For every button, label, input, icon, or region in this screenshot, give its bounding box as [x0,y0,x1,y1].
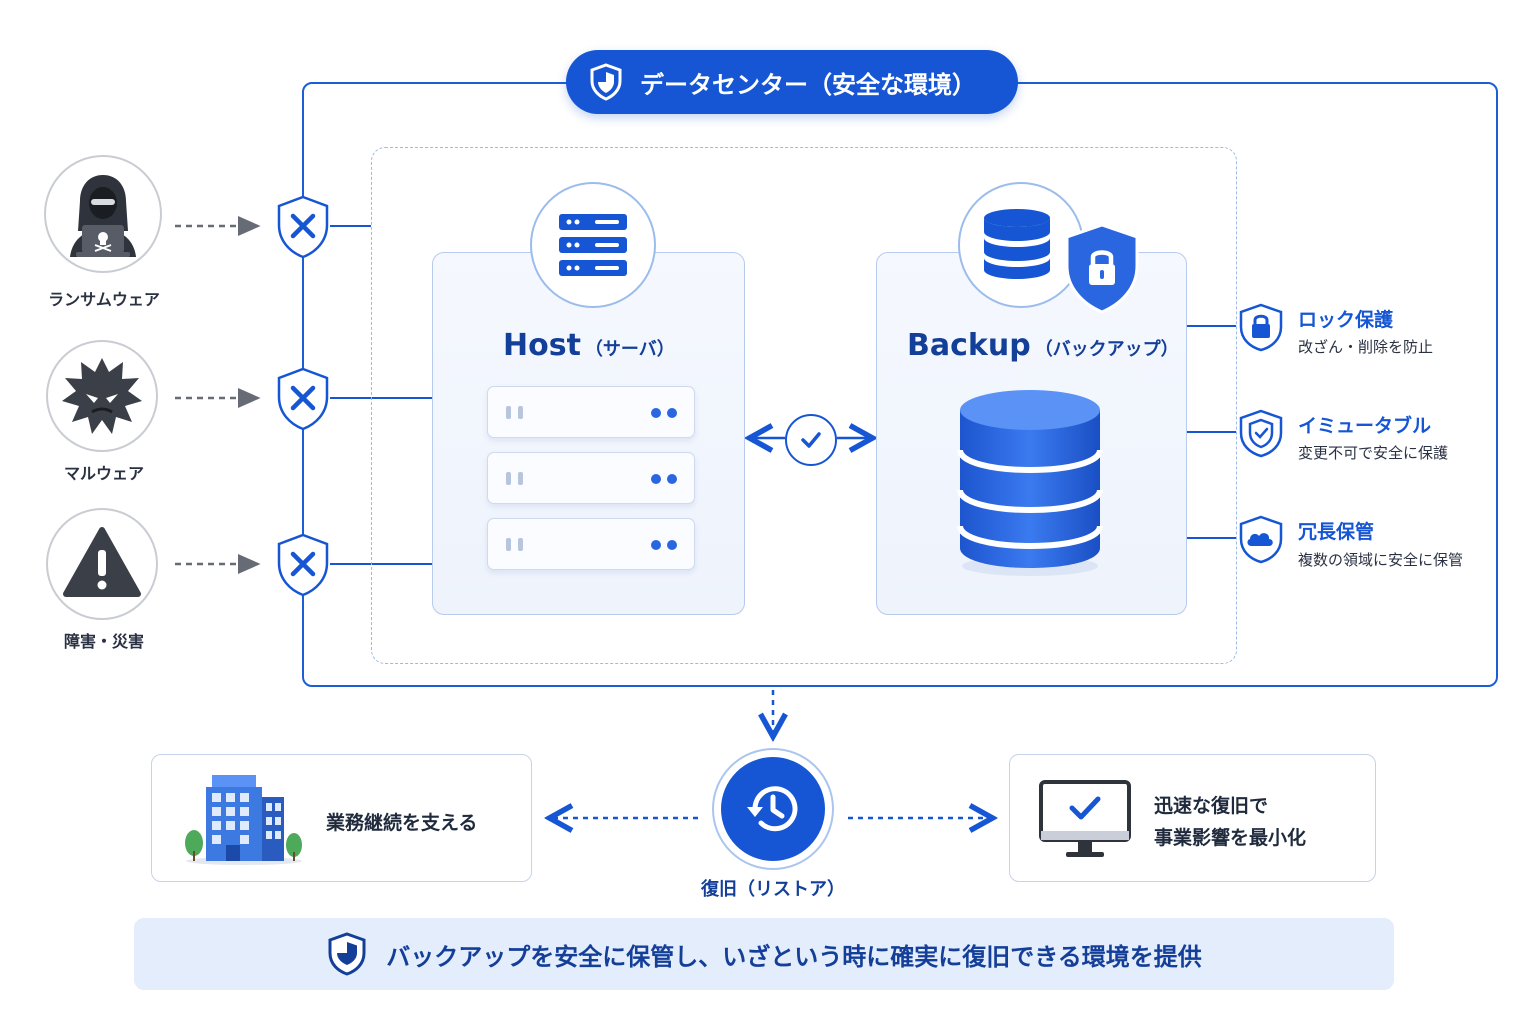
hacker-icon [70,175,136,257]
cloud-shield-icon [1239,515,1283,564]
threat-malware [46,340,158,452]
threat-label-failure: 障害・災害 [63,632,144,651]
sync-check [785,414,837,466]
summary-banner: バックアップを安全に保管し、いざという時に確実に復旧できる環境を提供 [134,918,1394,990]
shield-x-icon [277,367,329,431]
lock-shield [1062,222,1142,320]
restore-label: 復旧（リストア） [701,879,845,900]
shield-icon [328,932,366,976]
business-continuity-card: 業務継続を支える [151,754,532,882]
backup-title: Backup （バックアップ） [907,328,1179,363]
large-database-icon [957,390,1103,576]
block-shield-2 [274,366,332,436]
server-unit-1 [487,386,695,438]
feature-lock-icon [1236,302,1286,356]
warning-icon [63,527,141,597]
server-unit-lights [506,472,677,485]
monitor-check-icon [1039,780,1131,857]
check-icon [801,432,821,448]
database-icon [984,209,1050,279]
feature-desc-immutable: 変更不可で安全に保護 [1298,444,1449,462]
threat-label-malware: マルウェア [63,464,144,483]
server-unit-lights [506,538,677,551]
server-rack-icon [559,214,627,276]
backup-icon-circle [958,182,1084,308]
backup-database-large [955,388,1105,582]
server-unit-lights [506,406,677,419]
summary-banner-text: バックアップを安全に保管し、いざという時に確実に復旧できる環境を提供 [386,942,1202,971]
host-icon-circle [530,182,656,308]
shield-check-icon [1239,409,1283,458]
quick-recovery-line2: 事業影響を最小化 [1154,827,1307,849]
threat-label-ransomware: ランサムウェア [48,290,160,309]
feature-immutable-icon [1236,408,1286,462]
server-unit-2 [487,452,695,504]
server-unit-3 [487,518,695,570]
threat-ransomware [44,155,162,273]
restore-circle [712,748,834,870]
feature-desc-redundant: 複数の領域に安全に保管 [1298,551,1464,569]
shield-x-icon [277,533,329,597]
datacenter-title-badge: データセンター（安全な環境） [566,50,1018,114]
quick-recovery-card: 迅速な復旧で 事業影響を最小化 [1009,754,1376,882]
feature-redundant-icon [1236,514,1286,568]
block-shield-1 [274,194,332,264]
datacenter-inner-zone [371,147,1237,664]
threat-failure [46,508,158,620]
feature-title-redundant: 冗長保管 [1298,521,1375,543]
office-building-icon [185,775,302,865]
history-restore-icon [747,786,798,832]
virus-icon [62,358,142,434]
shield-x-icon [277,195,329,259]
host-title: Host （サーバ） [503,328,675,363]
feature-title-immutable: イミュータブル [1298,415,1432,437]
block-shield-3 [274,532,332,602]
lock-shield-icon [1065,223,1139,314]
feature-title-lock: ロック保護 [1298,309,1394,331]
lock-icon [1239,303,1283,352]
datacenter-title: データセンター（安全な環境） [640,70,976,99]
quick-recovery-line1: 迅速な復旧で [1154,795,1269,817]
feature-desc-lock: 改ざん・削除を防止 [1298,338,1434,356]
shield-icon [590,63,622,101]
business-continuity-text: 業務継続を支える [326,812,478,834]
